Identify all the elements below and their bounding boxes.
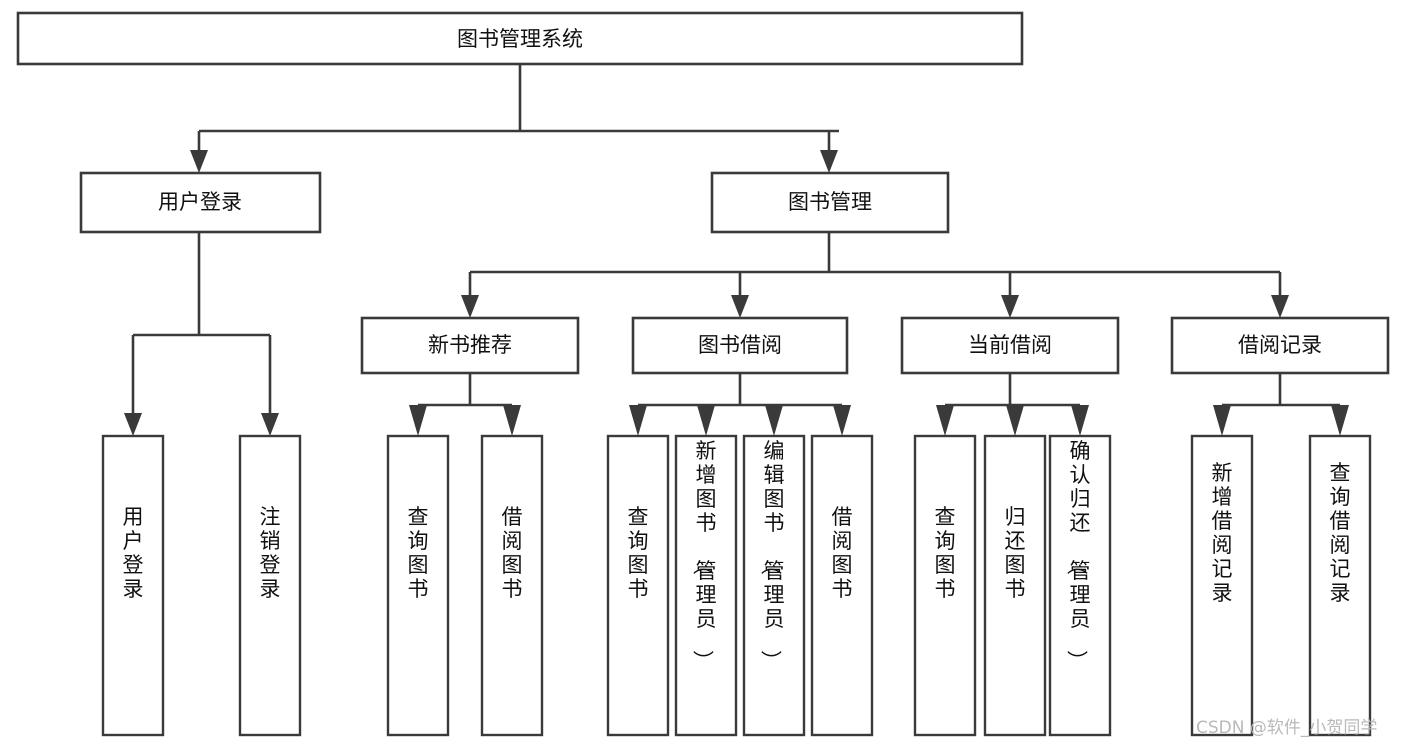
node-current-borrow[interactable]: 当前借阅 (900, 316, 1120, 375)
leaf-nbr-borrow-book-label: 借阅图书 (502, 505, 523, 601)
leaf-node[interactable]: 查询图书 (386, 434, 450, 737)
node-new-book-recommend[interactable]: 新书推荐 (360, 316, 580, 375)
node-current-borrow-label: 当前借阅 (968, 333, 1052, 357)
leaf-nbr-query-book-box[interactable] (386, 434, 450, 737)
leaf-node[interactable]: 确认归还（管理员） (1048, 434, 1112, 737)
arrow-head-leaf-u1 (261, 413, 279, 436)
leaf-node[interactable]: 借阅图书 (810, 434, 874, 737)
node-book-borrow-label: 图书借阅 (698, 333, 782, 357)
arrow-head-leaf-r0 (1213, 405, 1231, 436)
node-user-login[interactable]: 用户登录 (79, 171, 322, 234)
arrow-head-leaf-b1 (697, 405, 715, 436)
leaf-user-login-label: 用户登录 (123, 505, 144, 601)
leaf-bb-edit-book-box[interactable] (742, 434, 806, 737)
leaf-bb-query-book-label: 查询图书 (628, 505, 649, 601)
node-new-book-recommend-box[interactable] (360, 316, 580, 375)
leaf-br-add-record-label: 新增借阅记录 (1212, 461, 1233, 605)
arrow-head-leaf-r1 (1331, 405, 1349, 436)
node-book-borrow-box[interactable] (631, 316, 849, 375)
arrow-head-leaf-b2 (765, 405, 783, 436)
leaf-logout-label: 注销登录 (260, 505, 281, 601)
leaf-nbr-borrow-book-box[interactable] (480, 434, 544, 737)
leaf-user-login-box[interactable] (101, 434, 165, 737)
arrow-head-l3-3 (1271, 295, 1289, 318)
node-book-management-box[interactable] (710, 171, 950, 234)
leaf-br-add-record-box[interactable] (1190, 434, 1254, 737)
arrow-head-leaf-u0 (124, 413, 142, 436)
arrow-head-leaf-b0 (629, 405, 647, 436)
leaf-cb-confirm-return-box[interactable] (1048, 434, 1112, 737)
csdn-watermark: CSDN @软件_小贺同学 (1196, 718, 1377, 738)
leaf-node[interactable]: 查询图书 (913, 434, 977, 737)
leaf-bb-add-book-box[interactable] (674, 434, 738, 737)
connector-layer (124, 64, 1349, 436)
arrow-head-leaf-c2 (1071, 405, 1089, 436)
arrow-head-leaf-b3 (833, 405, 851, 436)
node-book-management-label: 图书管理 (788, 190, 872, 214)
leaf-cb-query-book-label: 查询图书 (935, 505, 956, 601)
leaf-node[interactable]: 新增借阅记录 (1190, 434, 1254, 737)
leaf-bb-borrow-book-box[interactable] (810, 434, 874, 737)
leaf-node[interactable]: 借阅图书 (480, 434, 544, 737)
arrow-head-user-login (190, 150, 208, 173)
leaf-node[interactable]: 查询借阅记录 (1308, 434, 1372, 737)
leaf-nbr-query-book-label: 查询图书 (408, 505, 429, 601)
node-root-label: 图书管理系统 (457, 27, 583, 51)
leaf-bb-edit-book-label: 编辑图书（管理员） (759, 439, 785, 671)
leaf-bb-query-book-box[interactable] (606, 434, 670, 737)
arrow-head-leaf-c1 (1006, 405, 1024, 436)
arrow-head-l3-0 (461, 295, 479, 318)
arrow-head-book-manage (820, 150, 838, 173)
node-user-login-label: 用户登录 (158, 190, 242, 214)
leaf-cb-query-book-box[interactable] (913, 434, 977, 737)
node-root-box[interactable] (16, 11, 1024, 66)
arrow-head-leaf-n1 (503, 405, 521, 436)
leaf-node[interactable]: 编辑图书（管理员） (742, 434, 806, 737)
arrow-head-leaf-c0 (936, 405, 954, 436)
arrow-head-leaf-n0 (409, 405, 427, 436)
leaf-node[interactable]: 归还图书 (983, 434, 1047, 737)
leaf-logout-box[interactable] (238, 434, 302, 737)
leaf-node[interactable]: 用户登录 (101, 434, 165, 737)
arrow-head-l3-1 (731, 295, 749, 318)
leaf-cb-return-book-box[interactable] (983, 434, 1047, 737)
node-root[interactable]: 图书管理系统 (16, 11, 1024, 66)
node-new-book-recommend-label: 新书推荐 (428, 333, 512, 357)
leaf-bb-borrow-book-label: 借阅图书 (832, 505, 853, 601)
leaf-bb-add-book-label: 新增图书（管理员） (691, 439, 717, 671)
node-book-management[interactable]: 图书管理 (710, 171, 950, 234)
leaf-node[interactable]: 查询图书 (606, 434, 670, 737)
leaf-br-query-record-label: 查询借阅记录 (1330, 461, 1351, 605)
node-current-borrow-box[interactable] (900, 316, 1120, 375)
leaf-cb-return-book-label: 归还图书 (1005, 505, 1026, 601)
leaf-node[interactable]: 新增图书（管理员） (674, 434, 738, 737)
leaf-node[interactable]: 注销登录 (238, 434, 302, 737)
node-borrow-record-box[interactable] (1170, 316, 1390, 375)
node-user-login-box[interactable] (79, 171, 322, 234)
node-borrow-record-label: 借阅记录 (1238, 333, 1322, 357)
leaf-br-query-record-box[interactable] (1308, 434, 1372, 737)
leaf-cb-confirm-return-label: 确认归还（管理员） (1065, 439, 1091, 671)
node-book-borrow[interactable]: 图书借阅 (631, 316, 849, 375)
arrow-head-l3-2 (1001, 295, 1019, 318)
node-borrow-record[interactable]: 借阅记录 (1170, 316, 1390, 375)
